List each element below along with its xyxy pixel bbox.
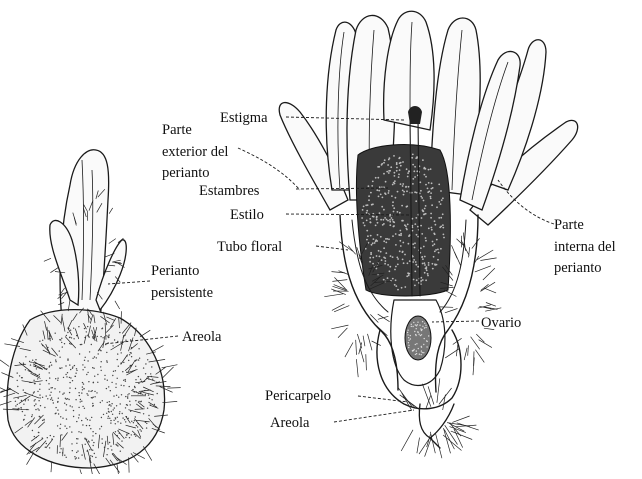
- label-tubo-floral: Tubo floral: [217, 239, 282, 255]
- label-parte-interna-2: interna del: [554, 239, 616, 255]
- label-parte-exterior-1: Parte: [162, 122, 192, 138]
- label-estigma: Estigma: [220, 110, 268, 126]
- label-areola-flower: Areola: [270, 415, 310, 431]
- label-estambres: Estambres: [199, 183, 260, 199]
- label-ovario: Ovario: [481, 315, 521, 331]
- fruit-illustration: [0, 150, 181, 474]
- label-estilo: Estilo: [230, 207, 264, 223]
- label-pericarpelo: Pericarpelo: [265, 388, 331, 404]
- label-perianto-persistente-1: Perianto: [151, 263, 199, 279]
- label-parte-interna-1: Parte: [554, 217, 584, 233]
- label-parte-interna-3: perianto: [554, 260, 602, 276]
- label-perianto-persistente-2: persistente: [151, 285, 213, 301]
- label-areola-fruit: Areola: [182, 329, 222, 345]
- label-parte-exterior-2: exterior del: [162, 144, 228, 160]
- label-parte-exterior-3: perianto: [162, 165, 210, 181]
